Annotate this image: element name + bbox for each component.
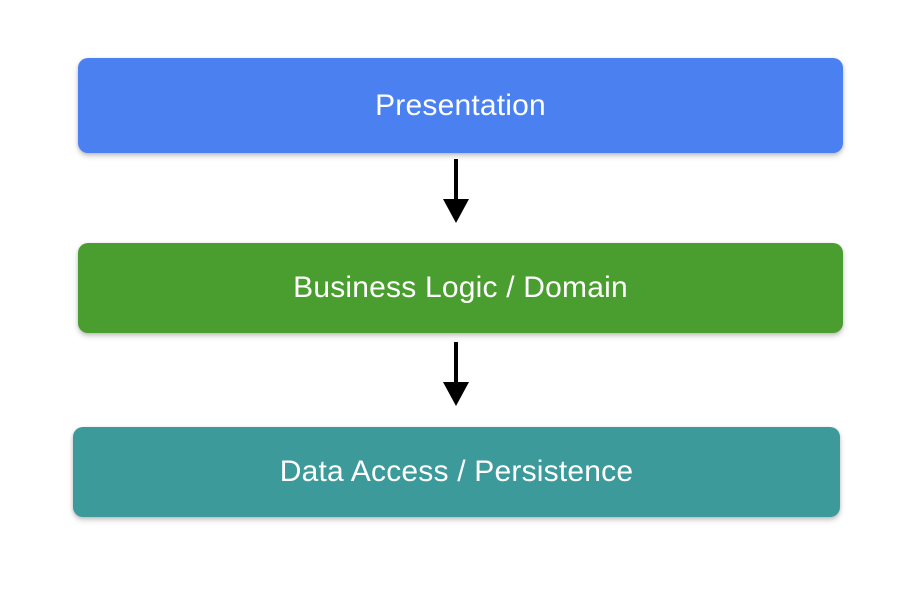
- layer-box-presentation[interactable]: Presentation: [78, 58, 843, 153]
- arrow-down-icon-business-to-data: [424, 340, 488, 408]
- layer-label-data-access: Data Access / Persistence: [279, 455, 634, 488]
- layer-box-data-access[interactable]: Data Access / Persistence: [73, 427, 840, 517]
- arrow-down-icon-presentation-to-business: [424, 157, 488, 225]
- layer-box-business-logic[interactable]: Business Logic / Domain: [78, 243, 843, 333]
- layer-label-presentation: Presentation: [375, 88, 546, 122]
- layer-label-business-logic: Business Logic / Domain: [293, 271, 628, 304]
